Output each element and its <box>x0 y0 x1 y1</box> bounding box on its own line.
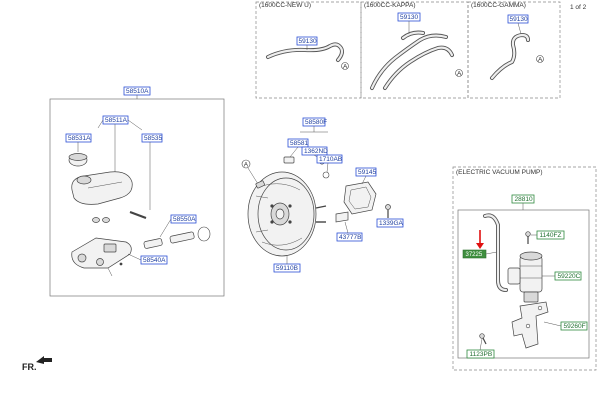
part-label-58531a-text: 58531A <box>68 135 91 142</box>
master-cylinder-group: 58510A 58511A 58531A 58535 <box>49 86 225 297</box>
vacuum-hose-gamma <box>490 33 530 80</box>
variant-panels: (1600CC-NEW U) (1600CC-KAPPA) (1600CC-GA… <box>255 1 561 99</box>
part-label-59110b-text: 59110B <box>276 265 298 272</box>
grommet-1 <box>92 217 100 223</box>
ref-mark-a-new-u <box>341 62 349 70</box>
part-label-58540a-text: 58540A <box>143 257 166 264</box>
variant-title-new-u: (1600CC-NEW U) <box>259 2 311 9</box>
master-cylinder-body <box>71 237 132 269</box>
part-label-1123pb-text: 1123PB <box>470 351 493 358</box>
ref-mark-a-booster <box>241 159 251 169</box>
push-rod <box>169 231 195 244</box>
grommet-2 <box>102 217 110 223</box>
part-label-1362nd[interactable] <box>301 146 328 156</box>
part-label-58581-text: 58581 <box>290 140 308 147</box>
bolt <box>385 204 391 210</box>
part-label-43777b-text: 43777B <box>339 234 361 241</box>
part-label-43777b[interactable] <box>336 232 363 242</box>
part-label-1339ga-text: 1339GA <box>379 220 404 227</box>
part-label-59130-new-u-text: 59130 <box>299 38 317 45</box>
pump-bolt <box>525 231 531 237</box>
part-label-58511a-text: 58511A <box>105 117 128 124</box>
ref-mark-a-new-u-text: A <box>343 63 348 70</box>
reservoir-pin <box>129 210 147 220</box>
pump-bracket <box>511 301 549 349</box>
part-label-58535[interactable] <box>141 133 163 143</box>
page-indicator: 1 of 2 <box>570 4 587 11</box>
evp-panel <box>452 166 597 371</box>
variant-title-gamma: (1600CC-GAMMA) <box>471 2 526 9</box>
o-ring <box>197 226 211 242</box>
electric-vacuum-pump-group: (ELECTRIC VACUUM PUMP) 28810 37225 1140F… <box>452 166 597 371</box>
highlight-arrow-icon <box>476 230 484 249</box>
ref-mark-a-kappa-text: A <box>457 70 462 77</box>
part-label-28810-text: 28810 <box>515 196 533 203</box>
vacuum-hose-kappa <box>370 30 454 90</box>
evp-vacuum-hose <box>483 213 508 292</box>
part-label-58531a[interactable] <box>65 133 92 143</box>
part-label-58580f-text: 58580F <box>305 119 327 126</box>
part-label-59220c-text: 59220C <box>558 273 581 280</box>
part-label-1710ab-text: 1710AB <box>319 156 342 163</box>
ref-mark-a-gamma <box>536 55 544 63</box>
vacuum-hose-new-u <box>266 42 344 62</box>
check-valve <box>283 156 295 164</box>
part-label-59130-kappa-text: 59130 <box>400 14 418 21</box>
part-label-1339ga[interactable] <box>376 218 404 228</box>
booster-gasket <box>343 181 377 215</box>
electric-vacuum-pump-motor <box>507 251 543 303</box>
part-label-1710ab[interactable] <box>316 154 343 164</box>
piston-rod <box>143 238 163 249</box>
ref-mark-a-kappa <box>455 69 463 77</box>
front-arrow-icon <box>36 356 52 364</box>
clip-ring <box>322 171 330 179</box>
variant-panel-gamma <box>467 1 561 99</box>
part-label-59260f-text: 59260F <box>564 323 586 330</box>
part-label-37225-text: 37225 <box>466 252 483 258</box>
bracket-bolt <box>479 333 485 339</box>
evp-title: (ELECTRIC VACUUM PUMP) <box>456 169 543 176</box>
part-label-59145-text: 59145 <box>358 169 376 176</box>
part-label-58510a-text: 58510A <box>126 88 149 95</box>
ref-mark-a-booster-text: A <box>244 162 249 169</box>
part-label-58535-text: 58535 <box>144 135 162 142</box>
front-direction-label: FR. <box>22 362 37 372</box>
front-direction-indicator: FR. <box>22 356 52 372</box>
part-label-1362nd-text: 1362ND <box>304 148 328 155</box>
part-label-1123pb[interactable] <box>466 349 495 359</box>
evp-frame <box>457 209 590 359</box>
part-label-59130-gamma-text: 59130 <box>510 16 528 23</box>
variant-title-kappa: (1600CC-KAPPA) <box>364 2 416 9</box>
part-label-1140fz-text: 1140FZ <box>540 232 562 239</box>
clevis <box>335 211 349 223</box>
part-label-58550a-text: 58550A <box>173 216 196 223</box>
ref-mark-a-gamma-text: A <box>538 56 543 63</box>
brake-booster-group: A 58580F 58581 1362ND 1710AB <box>241 117 404 273</box>
